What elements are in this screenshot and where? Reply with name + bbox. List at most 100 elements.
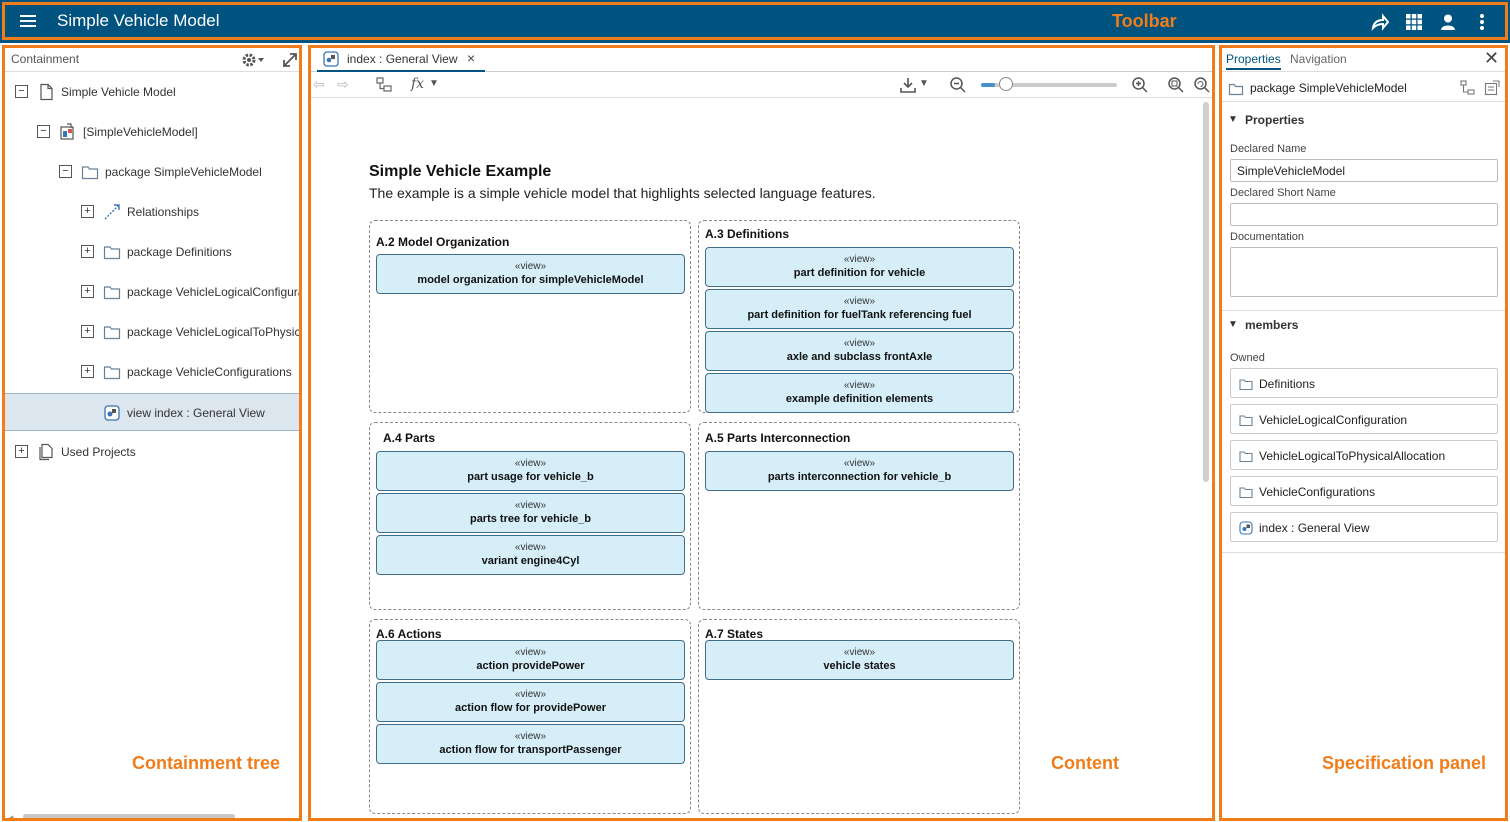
tree-item-view-index[interactable]: view index : General View bbox=[5, 393, 299, 431]
expand-toggle[interactable]: + bbox=[81, 285, 94, 298]
tab-properties[interactable]: Properties bbox=[1226, 52, 1281, 70]
forward-arrow-icon[interactable]: ⇨ bbox=[337, 76, 349, 92]
zoom-fit-icon[interactable] bbox=[1167, 76, 1185, 94]
zoom-slider-thumb[interactable] bbox=[998, 77, 1013, 91]
tree-item-package-vehicleconfigurations[interactable]: + package VehicleConfigurations bbox=[5, 353, 299, 391]
zoom-in-icon[interactable] bbox=[1131, 76, 1149, 94]
user-icon[interactable] bbox=[1438, 12, 1458, 32]
tree-item-package-definitions[interactable]: + package Definitions bbox=[5, 233, 299, 271]
owned-item-label: VehicleLogicalToPhysicalAllocation bbox=[1259, 449, 1446, 463]
grid-icon[interactable] bbox=[1404, 12, 1424, 32]
tree-item-used-projects[interactable]: + Used Projects bbox=[5, 433, 299, 471]
divider bbox=[1222, 552, 1505, 553]
section-members[interactable]: members bbox=[1245, 318, 1299, 332]
zoom-reset-icon[interactable] bbox=[1193, 76, 1211, 94]
tree-item-simple-vehicle-model[interactable]: − Simple Vehicle Model bbox=[5, 73, 299, 111]
frame-model-organization[interactable]: A.2 Model Organization «view»model organ… bbox=[369, 220, 691, 413]
function-icon[interactable]: fx bbox=[411, 76, 425, 92]
owned-item-vehiclelogicalconfiguration[interactable]: VehicleLogicalConfiguration bbox=[1230, 404, 1498, 434]
view-name: variant engine4Cyl bbox=[481, 555, 580, 567]
expand-toggle[interactable]: + bbox=[81, 205, 94, 218]
model-icon bbox=[59, 123, 77, 141]
collapse-toggle[interactable]: − bbox=[37, 125, 50, 138]
frame-parts-interconnection[interactable]: A.5 Parts Interconnection «view»parts in… bbox=[698, 422, 1020, 610]
scroll-left-arrow-icon[interactable]: ◂ bbox=[9, 812, 14, 821]
tree-item-package-simplevehiclemodel[interactable]: − package SimpleVehicleModel bbox=[5, 153, 299, 191]
frame-states[interactable]: A.7 States «view»vehicle states bbox=[698, 619, 1020, 814]
hierarchy-icon[interactable] bbox=[375, 76, 393, 94]
collapse-toggle[interactable]: − bbox=[15, 85, 28, 98]
download-dropdown-icon[interactable]: ▼ bbox=[919, 78, 929, 89]
declared-short-name-field[interactable] bbox=[1230, 203, 1498, 226]
stereotype-label: «view» bbox=[514, 542, 547, 553]
close-icon[interactable]: ✕ bbox=[1484, 48, 1500, 68]
tree-item-package-vehiclelogicaltophysical[interactable]: + package VehicleLogicalToPhysicalAlloca… bbox=[5, 313, 299, 351]
tree-item-label: package SimpleVehicleModel bbox=[105, 165, 262, 179]
view-node[interactable]: «view»model organization for simpleVehic… bbox=[376, 254, 685, 294]
collapse-toggle[interactable]: − bbox=[59, 165, 72, 178]
tree-item-relationships[interactable]: + Relationships bbox=[5, 193, 299, 231]
view-node[interactable]: «view»action flow for transportPassenger bbox=[376, 724, 685, 764]
more-icon[interactable] bbox=[1472, 12, 1492, 32]
owned-item-vehicleconfigurations[interactable]: VehicleConfigurations bbox=[1230, 476, 1498, 506]
owned-item-vehiclelogicaltophysicalallocation[interactable]: VehicleLogicalToPhysicalAllocation bbox=[1230, 440, 1498, 470]
download-icon[interactable] bbox=[899, 76, 917, 94]
view-name: part usage for vehicle_b bbox=[467, 471, 594, 483]
specification-panel: Properties Navigation ✕ package SimpleVe… bbox=[1219, 45, 1508, 821]
zoom-slider[interactable] bbox=[981, 77, 1117, 91]
tab-navigation[interactable]: Navigation bbox=[1290, 52, 1347, 66]
tab-strip: index : General View × bbox=[311, 48, 1212, 72]
tree-item-model-root[interactable]: − [SimpleVehicleModel] bbox=[5, 113, 299, 151]
function-dropdown-icon[interactable]: ▼ bbox=[429, 78, 439, 89]
share-icon[interactable] bbox=[1370, 12, 1390, 32]
tab-general-view[interactable]: index : General View × bbox=[317, 48, 485, 72]
expand-toggle[interactable]: + bbox=[81, 245, 94, 258]
view-node[interactable]: «view»parts tree for vehicle_b bbox=[376, 493, 685, 533]
view-node[interactable]: «view» part usage for vehicle_b bbox=[376, 451, 685, 491]
frame-title: A.4 Parts bbox=[383, 431, 436, 445]
zoom-out-icon[interactable] bbox=[949, 76, 967, 94]
collapse-members-icon[interactable]: ▼ bbox=[1228, 319, 1238, 330]
close-tab-icon[interactable]: × bbox=[467, 50, 476, 66]
view-node[interactable]: «view»parts interconnection for vehicle_… bbox=[705, 451, 1014, 491]
content-annotation: Content bbox=[1051, 753, 1119, 773]
section-properties[interactable]: Properties bbox=[1245, 113, 1305, 127]
view-node[interactable]: «view»part definition for vehicle bbox=[705, 247, 1014, 287]
owned-item-definitions[interactable]: Definitions bbox=[1230, 368, 1498, 398]
frame-parts[interactable]: A.4 Parts «view» part usage for vehicle_b… bbox=[369, 422, 691, 610]
view-node[interactable]: «view»example definition elements bbox=[705, 373, 1014, 413]
diagram-doc-description: The example is a simple vehicle model th… bbox=[369, 185, 876, 201]
horizontal-scrollbar[interactable] bbox=[23, 814, 235, 818]
frame-actions[interactable]: A.6 Actions «view»action providePower «v… bbox=[369, 619, 691, 814]
expand-icon[interactable] bbox=[281, 51, 299, 69]
open-specification-icon[interactable] bbox=[1484, 80, 1500, 96]
tree-item-label: package VehicleLogicalToPhysicalAllocati… bbox=[127, 325, 301, 339]
view-node[interactable]: «view»vehicle states bbox=[705, 640, 1014, 680]
stereotype-label: «view» bbox=[843, 338, 876, 349]
menu-icon[interactable] bbox=[20, 12, 36, 30]
view-name: axle and subclass frontAxle bbox=[786, 351, 933, 363]
view-node[interactable]: «view» variant engine4Cyl bbox=[376, 535, 685, 575]
view-name: parts tree for vehicle_b bbox=[469, 513, 592, 525]
settings-gear-icon[interactable] bbox=[241, 51, 265, 69]
containment-panel: Containment − Simple Vehicle Model − [Si… bbox=[2, 45, 302, 821]
expand-toggle[interactable]: + bbox=[15, 445, 28, 458]
declared-name-field[interactable]: SimpleVehicleModel bbox=[1230, 159, 1498, 182]
locate-in-tree-icon[interactable] bbox=[1460, 80, 1476, 96]
back-arrow-icon[interactable]: ⇦ bbox=[313, 76, 325, 92]
frame-definitions[interactable]: A.3 Definitions «view»part definition fo… bbox=[698, 220, 1020, 413]
collapse-properties-icon[interactable]: ▼ bbox=[1228, 114, 1238, 125]
expand-toggle[interactable]: + bbox=[81, 365, 94, 378]
tree-item-package-vehiclelogicalconfiguration[interactable]: + package VehicleLogicalConfiguration bbox=[5, 273, 299, 311]
documentation-field[interactable] bbox=[1230, 247, 1498, 297]
owned-item-index-general-view[interactable]: index : General View bbox=[1230, 512, 1498, 542]
view-node[interactable]: «view»action flow for providePower bbox=[376, 682, 685, 722]
view-node[interactable]: «view» axle and subclass frontAxle bbox=[705, 331, 1014, 371]
view-node[interactable]: «view»action providePower bbox=[376, 640, 685, 680]
vertical-scrollbar[interactable] bbox=[1203, 102, 1209, 482]
spec-tabs: Properties Navigation ✕ bbox=[1222, 48, 1505, 72]
frame-title: A.7 States bbox=[705, 627, 764, 641]
stereotype-label: «view» bbox=[514, 458, 547, 469]
expand-toggle[interactable]: + bbox=[81, 325, 94, 338]
view-node[interactable]: «view»part definition for fuelTank refer… bbox=[705, 289, 1014, 329]
